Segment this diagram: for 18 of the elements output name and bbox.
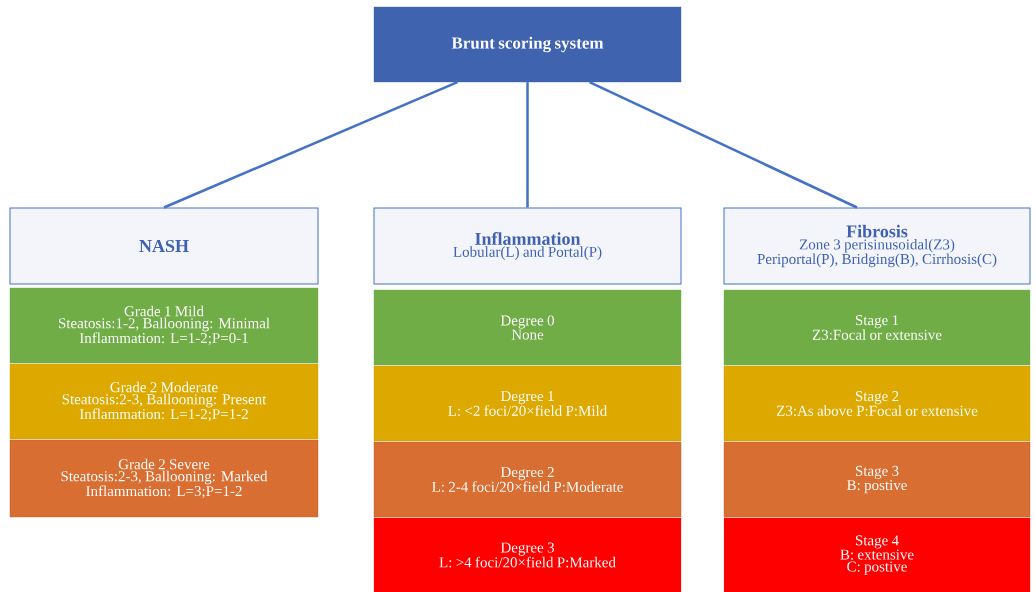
score-box: Grade 2 Severe Steatosis:2-3, Ballooning: Marked Inflammation: L=3;P=1-2: [9, 439, 319, 518]
category-box: Fibrosis Zone 3 perisinusoidal(Z3) Periportal(P), Bridging(B), Cirrhosis(C): [723, 207, 1031, 285]
category-box: NASH: [9, 207, 319, 285]
score-box: Degree 3 L: >4 foci/20×field P:Marked: [373, 517, 682, 592]
score-box: Stage 4 B: extensive C: postive: [723, 517, 1031, 592]
score-box: Stage 3 B: postive: [723, 441, 1031, 518]
score-box: Degree 0 None: [373, 289, 682, 366]
score-box: Degree 2 L: 2-4 foci/20×field P:Moderate: [373, 441, 682, 518]
connector-line: [588, 81, 858, 209]
score-box: Grade 1 Mild Steatosis:1-2, Ballooning: Minimal Inflammation: L=1-2;P=0-1: [9, 287, 319, 364]
connector-line: [163, 81, 458, 209]
category-box: Inflammation Lobular(L) and Portal(P): [373, 207, 682, 285]
score-box: Grade 2 Moderate Steatosis:2-3, Ballooning: Present Inflammation: L=1-2;P=1-2: [9, 363, 319, 440]
title-box: Brunt scoring system: [373, 6, 682, 83]
connector-line: [526, 82, 529, 208]
score-box: Stage 2 Z3:As above P:Focal or extensive: [723, 365, 1031, 442]
score-box: Degree 1 L: <2 foci/20×field P:Mild: [373, 365, 682, 442]
score-box: Stage 1 Z3:Focal or extensive: [723, 289, 1031, 366]
